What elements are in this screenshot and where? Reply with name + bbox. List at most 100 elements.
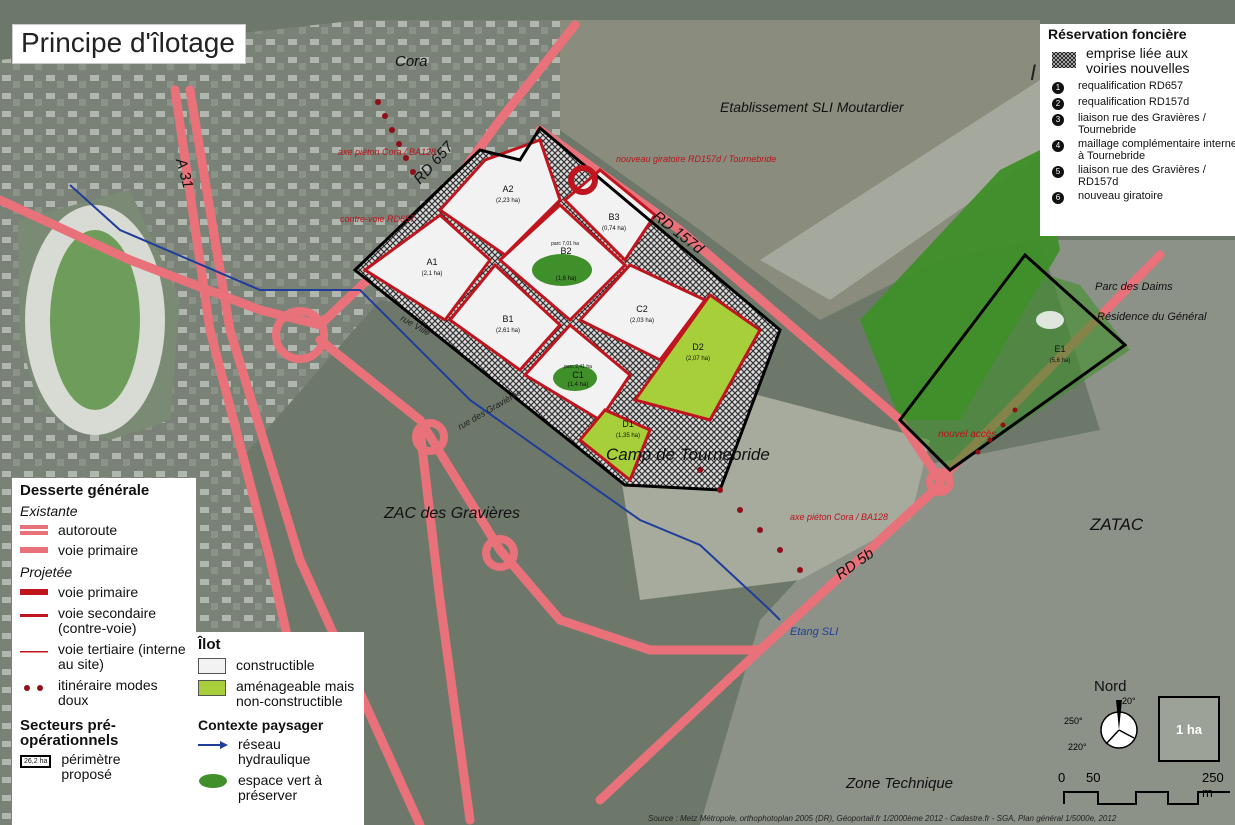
scale-bar: 0 50 250 m (1058, 770, 1235, 814)
north-angle-220: 220° (1068, 742, 1087, 752)
new-giratoire (568, 165, 598, 195)
perimeter-outline (352, 125, 782, 492)
legend-voie-secondaire-row: voie secondaire (contre-voie) (20, 606, 196, 636)
amenageable-swatch (198, 680, 226, 696)
reservation-num-badge: 2 (1052, 98, 1064, 110)
parcel-id-b2: B2 (560, 246, 571, 256)
perimeter-e1-fill (900, 265, 1130, 470)
reservation-num-badge: 5 (1052, 166, 1064, 178)
scale-zero: 0 (1058, 770, 1066, 785)
autoroute-swatch (20, 525, 48, 535)
map-title: Principe d'îlotage (21, 27, 235, 58)
label-camp: Camp de Tournebride (606, 445, 770, 464)
hatch-swatch (1052, 52, 1076, 68)
perimetre-badge: 26,2 ha (20, 755, 52, 768)
north-angle-20: 20° (1122, 696, 1136, 706)
legend-perimetre-label: périmètre proposé (61, 751, 121, 782)
stadium-field (50, 230, 140, 410)
parcel-id-a2: A2 (502, 184, 513, 194)
label-etablissement: Etablissement SLI Moutardier (720, 99, 905, 115)
park-grass (860, 150, 1060, 420)
label-residence: Résidence du Général (1097, 311, 1207, 323)
reservation-num-badge: 6 (1052, 192, 1064, 204)
label-lim: I (1030, 60, 1036, 85)
parcel-area-e1: (5,6 ha) (1050, 358, 1071, 364)
parcel-id-a1: A1 (426, 257, 437, 267)
roundabout-south (482, 535, 518, 571)
source-credit: Source : Metz Métropole, orthophotoplan … (648, 814, 1117, 823)
scale-fifty: 50 (1086, 770, 1101, 785)
label-zac: ZAC des Gravières (383, 505, 520, 522)
field-north (560, 20, 1040, 320)
reservation-num-badge: 4 (1052, 140, 1064, 152)
parcel-area-c2: (2,03 ha) (630, 318, 654, 324)
map-title-box: Principe d'îlotage (12, 24, 246, 64)
legend-espace-row: espace vert à préserver (198, 773, 364, 803)
roundabout-east (926, 468, 954, 496)
legend-voie-primaire-label: voie primaire (58, 584, 139, 600)
itineraire-swatch (24, 685, 43, 691)
label-parc-daims: Parc des Daims (1095, 281, 1173, 293)
reseau-swatch (198, 741, 228, 749)
legend-autoroute-label: autoroute (58, 522, 118, 538)
reservation-num-badge: 3 (1052, 114, 1064, 126)
legend-desserte-heading: Desserte générale (20, 482, 150, 499)
parcel-id-b3: B3 (608, 212, 619, 222)
reservation-item: 3 liaison rue des Gravières / Tournebride (1048, 112, 1235, 136)
legend-existante: Existante (20, 503, 78, 519)
parcel-id-b1: B1 (502, 314, 513, 324)
annot-acces: nouvel accès (938, 429, 996, 440)
north-arrow: Nord 20° 250° 220° (1064, 678, 1144, 768)
voie-primaire-swatch (20, 589, 48, 595)
parcel-id-c2: C2 (636, 304, 648, 314)
legend-itineraire-row: itinéraire modes doux (20, 678, 196, 708)
legend-reservation: Réservation foncière emprise liée aux vo… (1040, 24, 1235, 236)
legend-voie-tertiaire-label: voie tertiaire (interne au site) (58, 641, 186, 672)
voie-secondaire-swatch (20, 614, 48, 617)
legend-voie-primaire-exist-label: voie primaire (58, 542, 139, 558)
annot-axe-pieton-north: axe piéton Cora / BA128 (338, 147, 436, 157)
parcel-area-b2: (1,6 ha) (556, 276, 577, 282)
reservation-item-label: nouveau giratoire (1078, 190, 1164, 202)
roundabout-middle (412, 419, 448, 455)
compass-svg (1100, 700, 1138, 749)
legend-constructible-label: constructible (236, 657, 315, 673)
voie-tertiaire-swatch (20, 651, 48, 653)
legend-voie-tertiaire-row: voie tertiaire (interne au site) (20, 642, 196, 672)
legend-emprise-row: emprise liée aux voiries nouvelles (1048, 46, 1235, 76)
annot-axe-pieton-south: axe piéton Cora / BA128 (790, 512, 888, 522)
parcel-id-c1: C1 (572, 370, 584, 380)
legend-projetee: Projetée (20, 564, 73, 580)
legend-voie-primaire-exist-row: voie primaire (20, 542, 196, 558)
legend-reseau-row: réseau hydraulique (198, 737, 364, 767)
north-angle-250: 250° (1064, 716, 1083, 726)
parcel-area-c1: (1,4 ha) (568, 382, 589, 388)
label-zatac: ZATAC (1089, 515, 1144, 534)
legend-amenageable-row: aménageable mais non-constructible (198, 679, 364, 709)
parcel-area-a2: (2,23 ha) (496, 198, 520, 204)
parcel-a1 (362, 213, 493, 323)
voie-primaire-exist-swatch (20, 547, 48, 553)
legend-ilot-heading: Îlot (198, 636, 221, 653)
reservation-item-label: requalification RD657 (1078, 80, 1184, 92)
reservation-item-label: liaison rue des Gravières / Tournebride (1078, 112, 1206, 136)
runway-strip (760, 80, 1060, 300)
legend-secteurs-heading: Secteurs pré-opérationnels (20, 717, 119, 749)
roundabouts (272, 307, 954, 571)
parcel-id-d2: D2 (692, 342, 704, 352)
legend-espace-label: espace vert à préserver (238, 772, 323, 803)
hectare-box: 1 ha (1158, 696, 1220, 762)
parcel-d1 (577, 408, 652, 483)
parcel-d2 (632, 292, 762, 422)
parcel-area-b3: (0,74 ha) (602, 226, 626, 232)
field-east (700, 240, 1235, 825)
reservation-item-label: liaison rue des Gravières / RD157d (1078, 164, 1206, 188)
reservation-item: 6 nouveau giratoire (1048, 190, 1235, 204)
legend-contexte-heading: Contexte paysager (198, 717, 324, 733)
label-cora: Cora (395, 53, 428, 70)
parcel-note-c1: parc 2,41 ha (564, 364, 592, 370)
green-space-c1 (553, 365, 597, 391)
